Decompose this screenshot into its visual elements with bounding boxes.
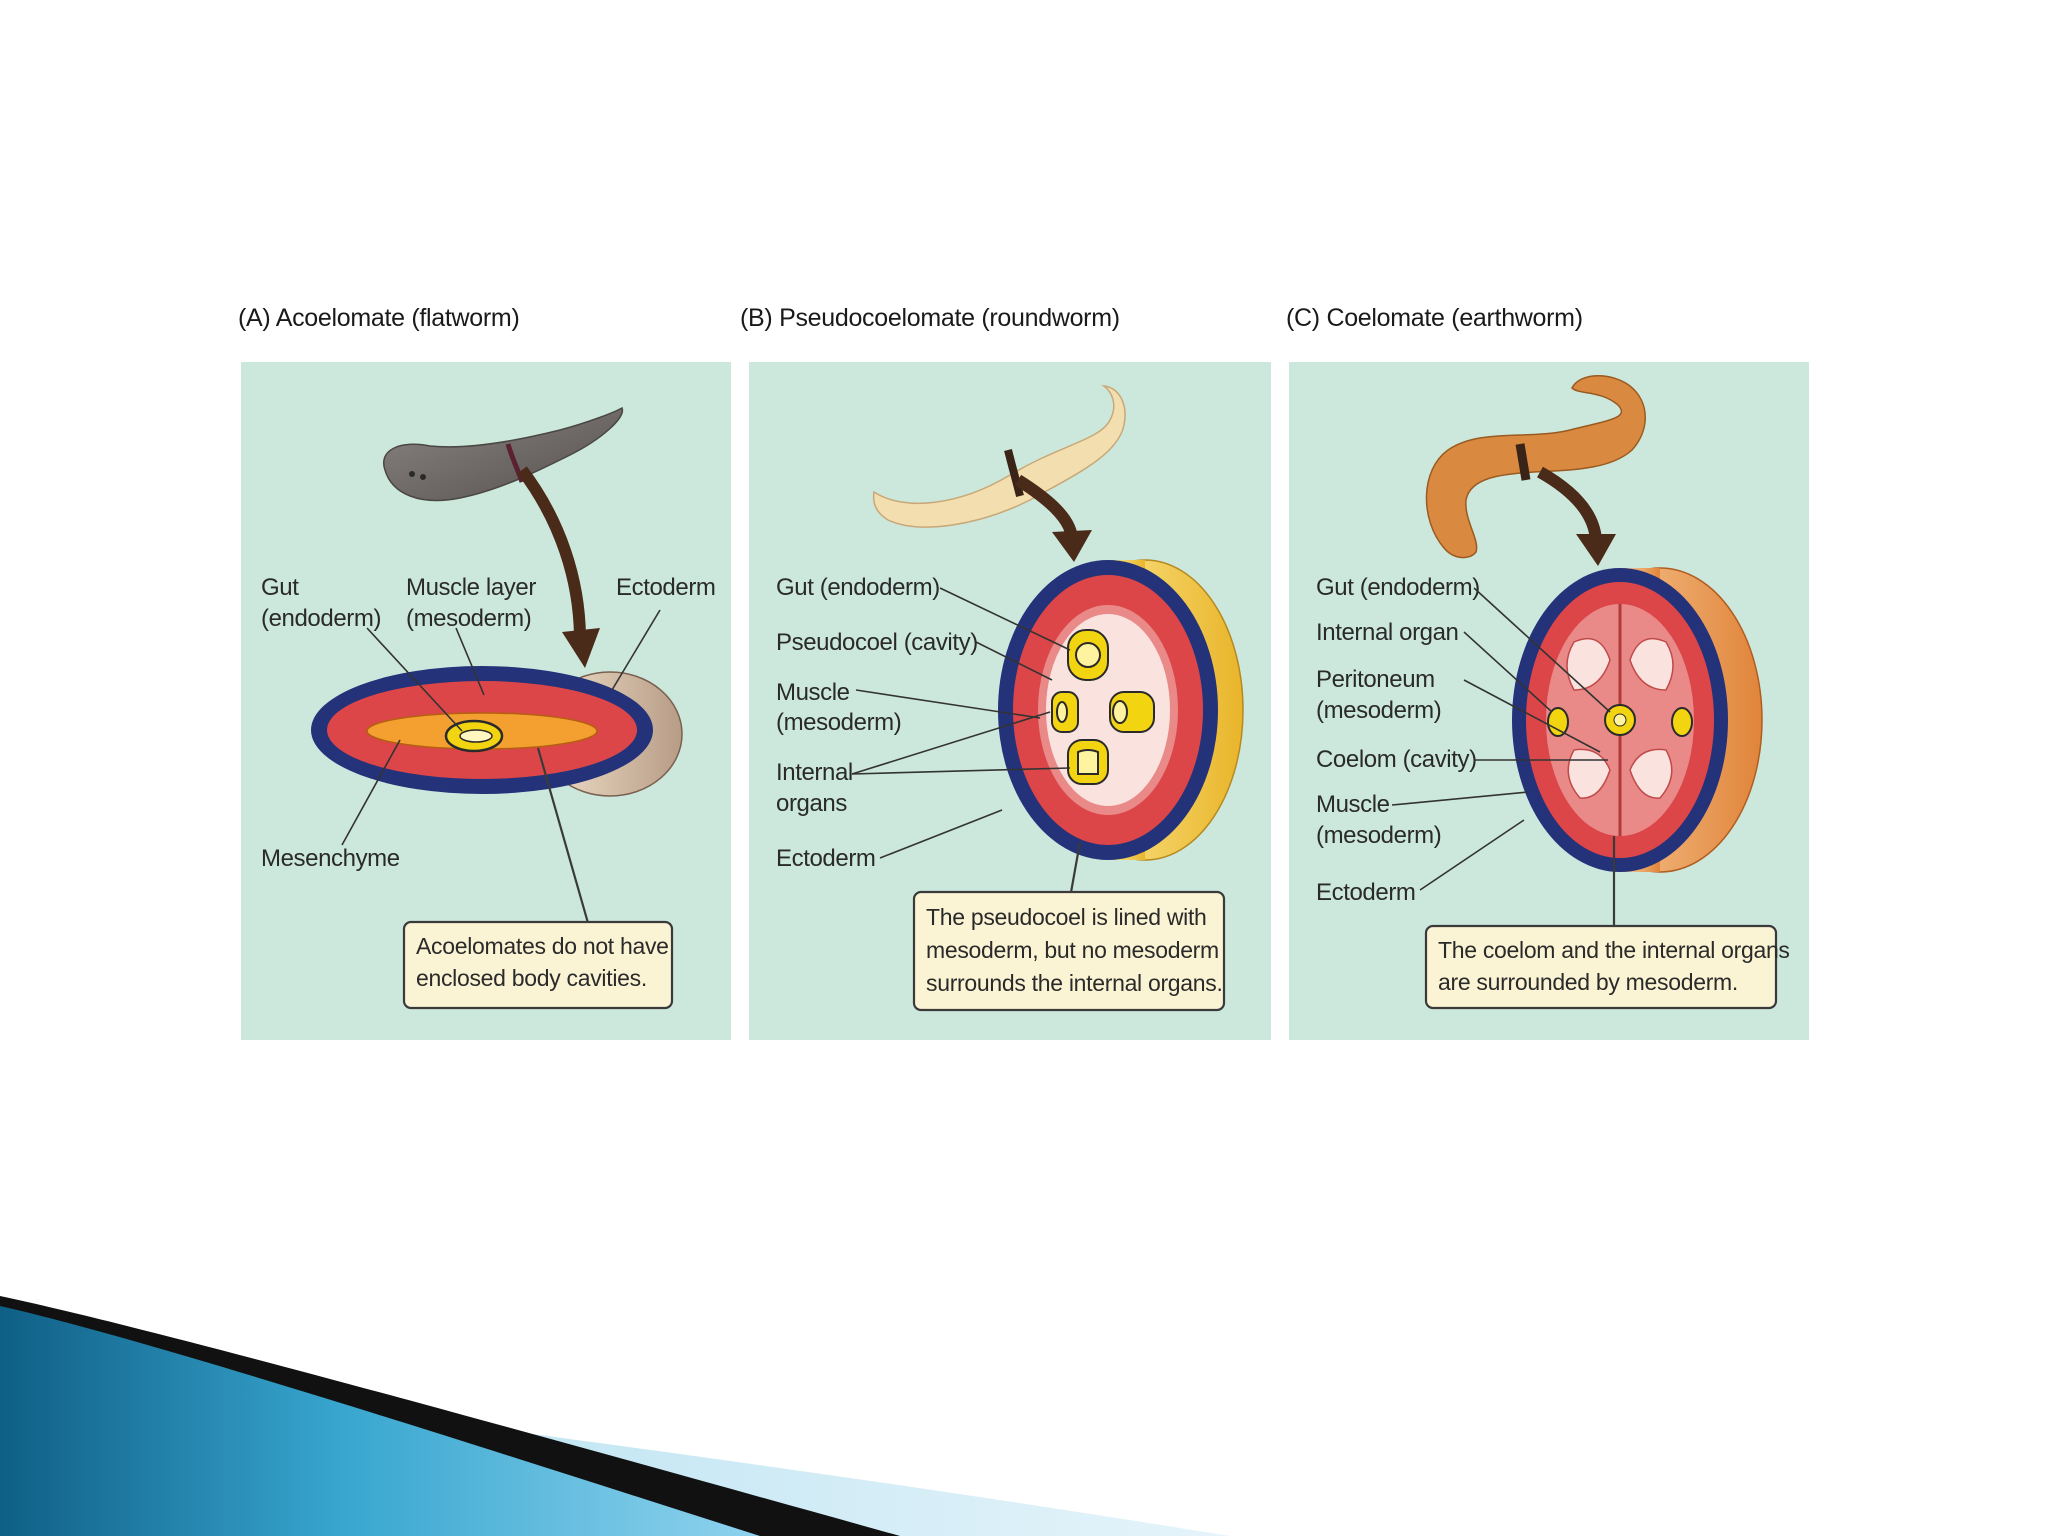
pseudocoelomate-cross-section	[998, 559, 1244, 861]
note-c-line-2: are surrounded by mesoderm.	[1438, 969, 1738, 995]
label-muscle-c: Muscle	[1316, 791, 1390, 818]
label-internal-organs-2: organs	[776, 790, 847, 817]
label-gut: Gut	[261, 574, 299, 601]
section-arrow-a	[517, 466, 586, 641]
label-muscle-mesoderm: (mesoderm)	[406, 605, 531, 632]
note-a-line-1: Acoelomates do not have	[416, 933, 669, 959]
coelomate-cross-section	[1512, 567, 1763, 873]
label-muscle-mesoderm-c: (mesoderm)	[1316, 822, 1441, 849]
label-gut-endoderm-c: Gut (endoderm)	[1316, 574, 1480, 601]
slide-decoration-swoosh	[0, 1296, 1230, 1536]
section-arrow-c	[1537, 466, 1602, 541]
note-b-line-2: mesoderm, but no mesoderm	[926, 937, 1219, 963]
label-peritoneum-mesoderm: (mesoderm)	[1316, 697, 1441, 724]
label-mesenchyme: Mesenchyme	[261, 845, 400, 872]
panel-b-title: (B) Pseudocoelomate (roundworm)	[740, 304, 1120, 332]
note-c-line-1: The coelom and the internal organs	[1438, 937, 1790, 963]
panel-c-title: (C) Coelomate (earthworm)	[1286, 304, 1583, 332]
callout-b	[912, 890, 1226, 1012]
earthworm-illustration	[1425, 375, 1646, 559]
note-a-line-2: enclosed body cavities.	[416, 965, 647, 991]
label-muscle-b: Muscle	[776, 679, 850, 706]
callout-c	[1424, 924, 1778, 1010]
label-internal-organ: Internal organ	[1316, 619, 1459, 646]
flatworm-illustration	[382, 406, 624, 502]
label-ectoderm-c: Ectoderm	[1316, 879, 1416, 906]
label-muscle-layer: Muscle layer	[406, 574, 536, 601]
label-ectoderm: Ectoderm	[616, 574, 716, 601]
note-b-line-3: surrounds the internal organs.	[926, 970, 1223, 996]
label-gut-endoderm-b: Gut (endoderm)	[776, 574, 940, 601]
roundworm-illustration	[872, 384, 1126, 528]
acoelomate-cross-section	[311, 666, 683, 797]
panel-acoelomate: (A) Acoelomate (flatworm) Gut (endoderm)…	[238, 304, 731, 1040]
label-peritoneum: Peritoneum	[1316, 666, 1435, 693]
panel-pseudocoelomate: (B) Pseudocoelomate (roundworm)	[740, 304, 1271, 1040]
label-coelom: Coelom (cavity)	[1316, 746, 1477, 773]
callout-a	[402, 920, 674, 1010]
label-pseudocoel: Pseudocoel (cavity)	[776, 629, 978, 656]
label-ectoderm-b: Ectoderm	[776, 845, 876, 872]
label-muscle-mesoderm-b: (mesoderm)	[776, 709, 901, 736]
label-internal-organs: Internal	[776, 759, 853, 786]
panel-coelomate: (C) Coelomate (earthworm)	[1286, 304, 1809, 1040]
note-b-line-1: The pseudocoel is lined with	[926, 904, 1207, 930]
label-gut-endoderm: (endoderm)	[261, 605, 381, 632]
panel-a-title: (A) Acoelomate (flatworm)	[238, 304, 519, 332]
